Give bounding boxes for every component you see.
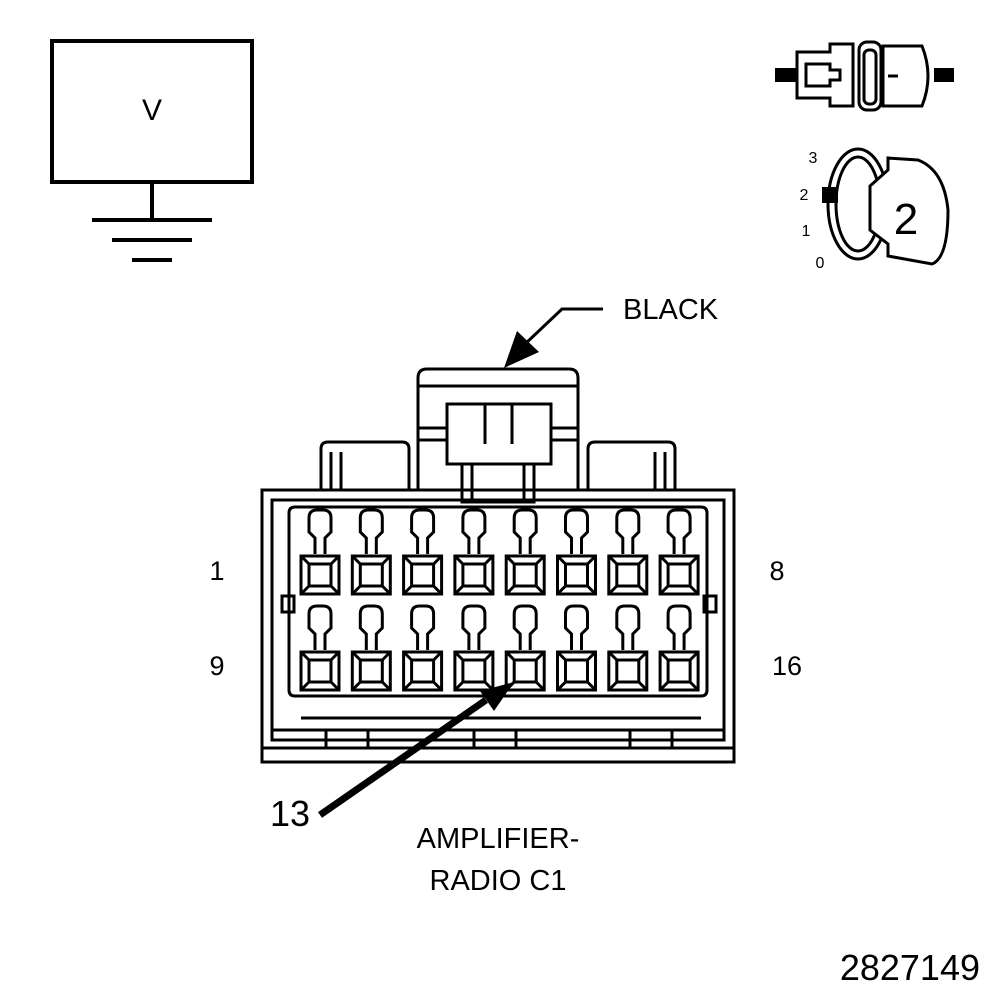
voltmeter-label: V: [142, 94, 162, 127]
pin-cavity-14: [556, 604, 597, 692]
ignition-key-icon: [822, 147, 950, 266]
key-position-2: 2: [800, 187, 809, 204]
pin-callout-arrow: [318, 682, 514, 818]
pin-cavity-12: [453, 604, 495, 692]
pin-cavity-15: [607, 604, 649, 692]
connector-name-line2: RADIO C1: [430, 865, 567, 897]
pin-cavity-3: [402, 508, 444, 596]
key-position-0: 0: [816, 255, 825, 272]
pin-grid: [299, 508, 700, 692]
pin-cavity-6: [556, 508, 597, 596]
pin-label-9: 9: [209, 651, 224, 681]
connector-name-line1: AMPLIFIER-: [417, 823, 580, 855]
color-leader-arrow: [504, 307, 603, 368]
connector-housing: [260, 367, 736, 764]
connector-color-label: BLACK: [623, 294, 719, 326]
pin-cavity-2: [350, 508, 392, 596]
voltmeter-symbol: [50, 39, 254, 262]
pin-cavity-4: [453, 508, 495, 596]
pin-cavity-5: [504, 508, 546, 596]
pin-cavity-8: [658, 508, 700, 596]
pin-cavity-13: [504, 604, 546, 692]
pin-cavity-9: [299, 604, 341, 692]
pin-cavity-7: [607, 508, 649, 596]
disconnected-connector-icon: [775, 40, 954, 112]
key-number: 2: [894, 195, 918, 244]
key-position-1: 1: [802, 223, 811, 240]
pin-label-8: 8: [769, 556, 784, 586]
pin-cavity-10: [350, 604, 392, 692]
pin-label-16: 16: [772, 651, 802, 681]
pin-callout-label: 13: [270, 793, 310, 834]
pin-cavity-1: [299, 508, 341, 596]
pin-label-1: 1: [209, 556, 224, 586]
figure-number: 2827149: [840, 947, 980, 988]
key-position-3: 3: [809, 150, 818, 167]
pin-cavity-11: [402, 604, 444, 692]
pin-cavity-16: [658, 604, 700, 692]
